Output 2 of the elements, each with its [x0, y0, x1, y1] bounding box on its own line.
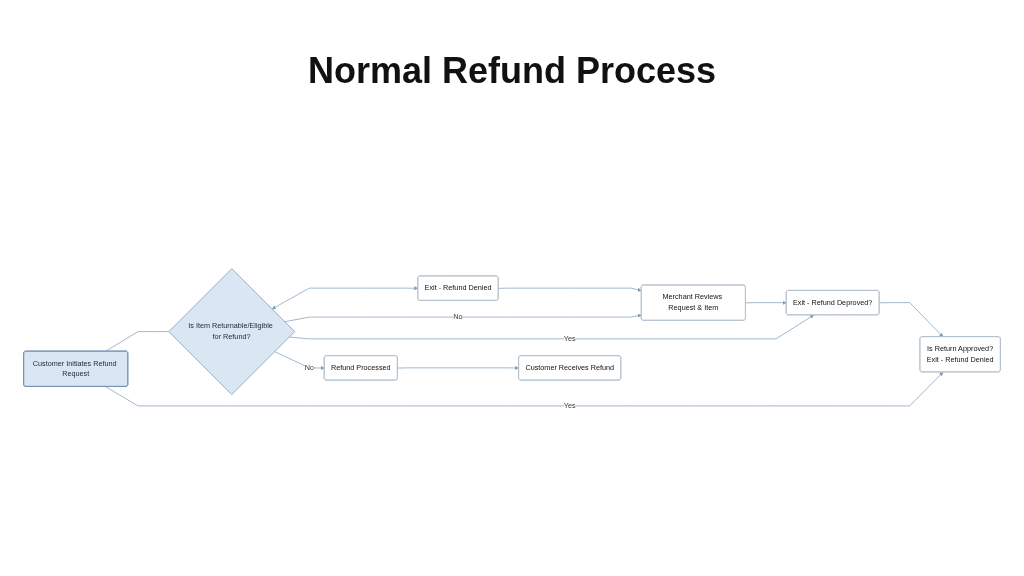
diagram-title: Normal Refund Process [306, 50, 718, 92]
connector [105, 331, 169, 352]
